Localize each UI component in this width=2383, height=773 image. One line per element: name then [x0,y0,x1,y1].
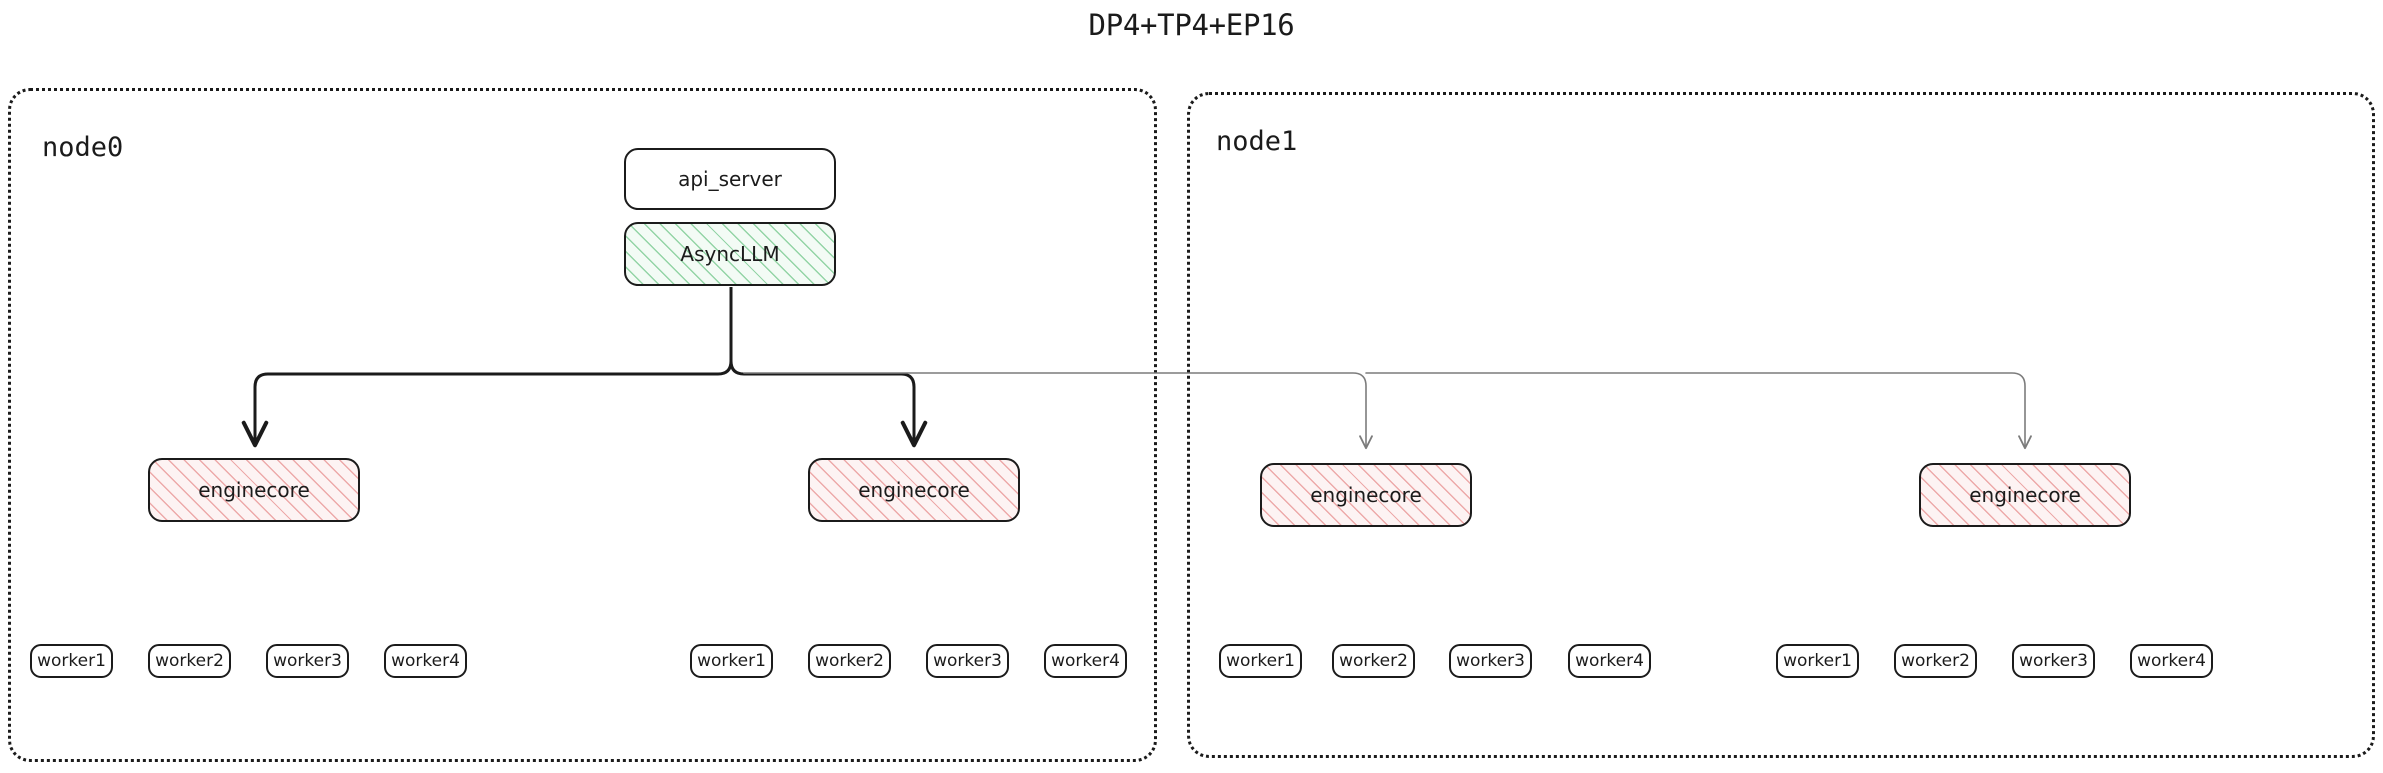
worker-label: worker1 [1783,651,1852,671]
asyncllm-label: AsyncLLM [680,242,780,266]
api-server-label: api_server [678,167,782,191]
worker-label: worker3 [1456,651,1525,671]
worker-label: worker4 [1575,651,1644,671]
node-label-node1: node1 [1216,126,1298,157]
worker-box[interactable]: worker2 [148,644,231,678]
asyncllm-box[interactable]: AsyncLLM [624,222,836,286]
enginecore-label: enginecore [198,478,310,502]
worker-label: worker2 [815,651,884,671]
worker-box[interactable]: worker2 [808,644,891,678]
worker-label: worker4 [2137,651,2206,671]
worker-box[interactable]: worker1 [1219,644,1302,678]
worker-box[interactable]: worker4 [384,644,467,678]
page-title: DP4+TP4+EP16 [1088,8,1295,42]
worker-box[interactable]: worker3 [1449,644,1532,678]
worker-label: worker3 [273,651,342,671]
worker-label: worker1 [37,651,106,671]
worker-label: worker1 [697,651,766,671]
worker-label: worker1 [1226,651,1295,671]
worker-box[interactable]: worker2 [1894,644,1977,678]
worker-box[interactable]: worker2 [1332,644,1415,678]
enginecore-label: enginecore [1969,483,2081,507]
enginecore-box-node0-1[interactable]: enginecore [808,458,1020,522]
worker-box[interactable]: worker1 [1776,644,1859,678]
enginecore-label: enginecore [1310,483,1422,507]
worker-label: worker2 [155,651,224,671]
worker-box[interactable]: worker1 [690,644,773,678]
node-label-node0: node0 [42,132,124,163]
enginecore-box-node1-0[interactable]: enginecore [1260,463,1472,527]
worker-label: worker2 [1339,651,1408,671]
enginecore-box-node1-1[interactable]: enginecore [1919,463,2131,527]
worker-box[interactable]: worker4 [2130,644,2213,678]
worker-box[interactable]: worker3 [926,644,1009,678]
worker-box[interactable]: worker3 [266,644,349,678]
worker-box[interactable]: worker4 [1044,644,1127,678]
worker-label: worker3 [2019,651,2088,671]
worker-label: worker4 [1051,651,1120,671]
worker-box[interactable]: worker3 [2012,644,2095,678]
enginecore-box-node0-0[interactable]: enginecore [148,458,360,522]
worker-box[interactable]: worker4 [1568,644,1651,678]
worker-box[interactable]: worker1 [30,644,113,678]
worker-label: worker4 [391,651,460,671]
api-server-box[interactable]: api_server [624,148,836,210]
worker-label: worker3 [933,651,1002,671]
worker-label: worker2 [1901,651,1970,671]
enginecore-label: enginecore [858,478,970,502]
